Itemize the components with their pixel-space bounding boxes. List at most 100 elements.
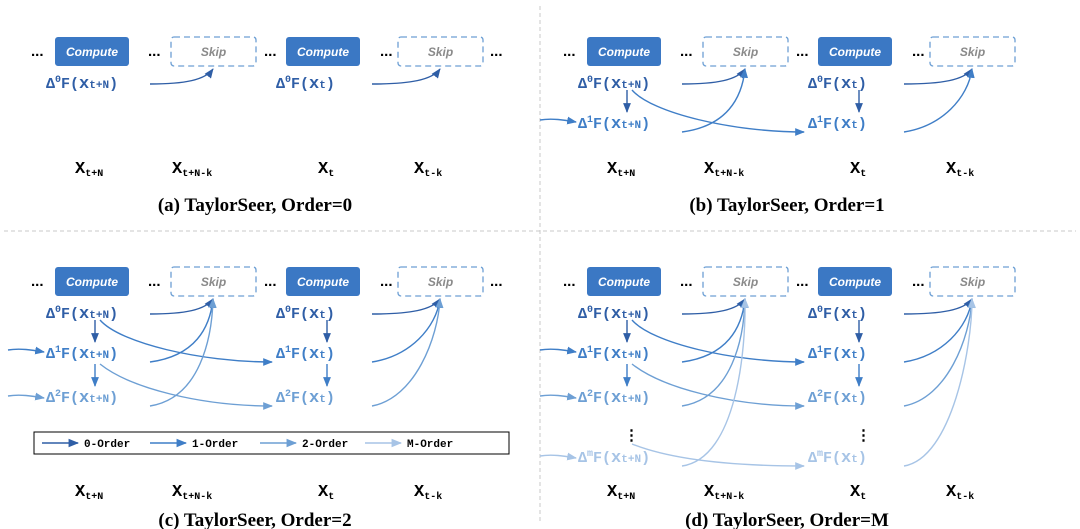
f-close: ) [641,306,650,323]
compute-block-2: Compute [818,267,892,296]
x-subscript: t [851,80,858,92]
x-letter: X [704,483,715,502]
ellipsis-left: ... [563,273,576,290]
order-superscript: 0 [587,305,593,316]
delta-symbol: Δ [46,76,55,93]
delta0-f-xtN: Δ0F(xt+N) [46,75,118,94]
ellipsis-mid-2: ... [264,43,277,60]
compute-block-1: Compute [587,37,661,66]
arrow-o2-cross [99,363,273,410]
f-open: F( [61,76,79,93]
order-superscript: m [587,449,593,460]
x-letter: X [75,483,86,502]
ellipsis-mid-1: ... [680,273,693,290]
x-sub: t [328,169,334,180]
order-superscript: 0 [285,305,291,316]
x-letter: X [946,160,957,179]
delta2-f-xtN: Δ2F(xt+N) [578,389,650,408]
order-superscript: 0 [817,75,823,86]
delta-symbol: Δ [46,306,55,323]
f-open: F( [823,450,841,467]
x-var: x [79,345,89,364]
skip-box [702,36,789,67]
caption-b: (b) TaylorSeer, Order=1 [689,195,884,216]
x-var: x [841,449,851,468]
x-letter: X [318,160,329,179]
f-close: ) [326,346,335,363]
skip-box [170,36,257,67]
x-subscript: t [851,394,858,406]
skip-block-1: Skip [170,266,257,297]
skip-label: Skip [428,275,453,289]
f-open: F( [593,390,611,407]
x-var: x [309,305,319,324]
skip-label: Skip [428,45,453,59]
x-var: x [611,115,621,134]
arrow-o0-skip2 [903,68,973,85]
compute-label: Compute [297,275,349,289]
arrow-o0-skip2 [371,68,441,85]
order-superscript: 0 [587,75,593,86]
arrow-o2-in [539,392,577,401]
x-label-tk: Xt-k [946,160,974,180]
x-subscript: t+N [621,394,641,406]
x-sub: t-k [424,168,442,180]
ellipsis-right: ... [490,43,503,60]
skip-block-2: Skip [397,36,484,67]
arrow-o1-in [539,346,577,355]
x-var: x [611,389,621,408]
order-superscript: 2 [587,389,593,400]
x-sub: t+N [85,492,103,503]
order-superscript: 1 [285,345,291,356]
skip-box [397,266,484,297]
arrow-o1-skip1 [149,298,216,363]
arrow-o0-skip1 [149,68,214,85]
delta2-f-xtN: Δ2F(xt+N) [46,389,118,408]
x-letter: X [75,160,86,179]
arrow-o1-skip1 [681,298,748,363]
f-open: F( [823,76,841,93]
skip-block-2: Skip [397,266,484,297]
x-letter: X [414,160,425,179]
delta0-f-xt: Δ0F(xt) [276,75,335,94]
f-open: F( [823,390,841,407]
delta-symbol: Δ [46,390,55,407]
x-var: x [309,389,319,408]
x-sub: t [860,492,866,503]
delta0-f-xtN: Δ0F(xt+N) [46,305,118,324]
x-sub: t-k [956,168,974,180]
x-label-tNk: Xt+N-k [172,483,212,503]
x-subscript: t+N [621,310,641,322]
ellipsis-left: ... [31,43,44,60]
f-open: F( [593,450,611,467]
delta1-f-xt: Δ1F(xt) [808,115,867,134]
compute-box [286,267,360,296]
skip-label: Skip [960,45,985,59]
f-close: ) [641,450,650,467]
x-sub: t [328,492,334,503]
compute-label: Compute [66,275,118,289]
f-open: F( [593,76,611,93]
x-subscript: t [319,350,326,362]
compute-label: Compute [598,45,650,59]
ellipsis-right: ... [490,273,503,290]
delta-symbol: Δ [276,390,285,407]
compute-label: Compute [66,45,118,59]
x-subscript: t [319,80,326,92]
f-close: ) [858,306,867,323]
x-label-t: Xt [318,483,334,503]
f-close: ) [109,346,118,363]
ellipsis-mid-3: ... [380,273,393,290]
ellipsis-mid-1: ... [148,273,161,290]
arrow-o1-skip1 [681,68,748,133]
arrow-om-cross [631,443,805,470]
skip-block-2: Skip [929,36,1016,67]
deltam-f-xt: ΔmF(xt) [808,449,867,468]
x-var: x [79,75,89,94]
f-open: F( [823,306,841,323]
f-open: F( [593,306,611,323]
delta-symbol: Δ [808,76,817,93]
x-var: x [841,345,851,364]
x-label-t: Xt [850,483,866,503]
arrow-o1-in [7,346,45,355]
